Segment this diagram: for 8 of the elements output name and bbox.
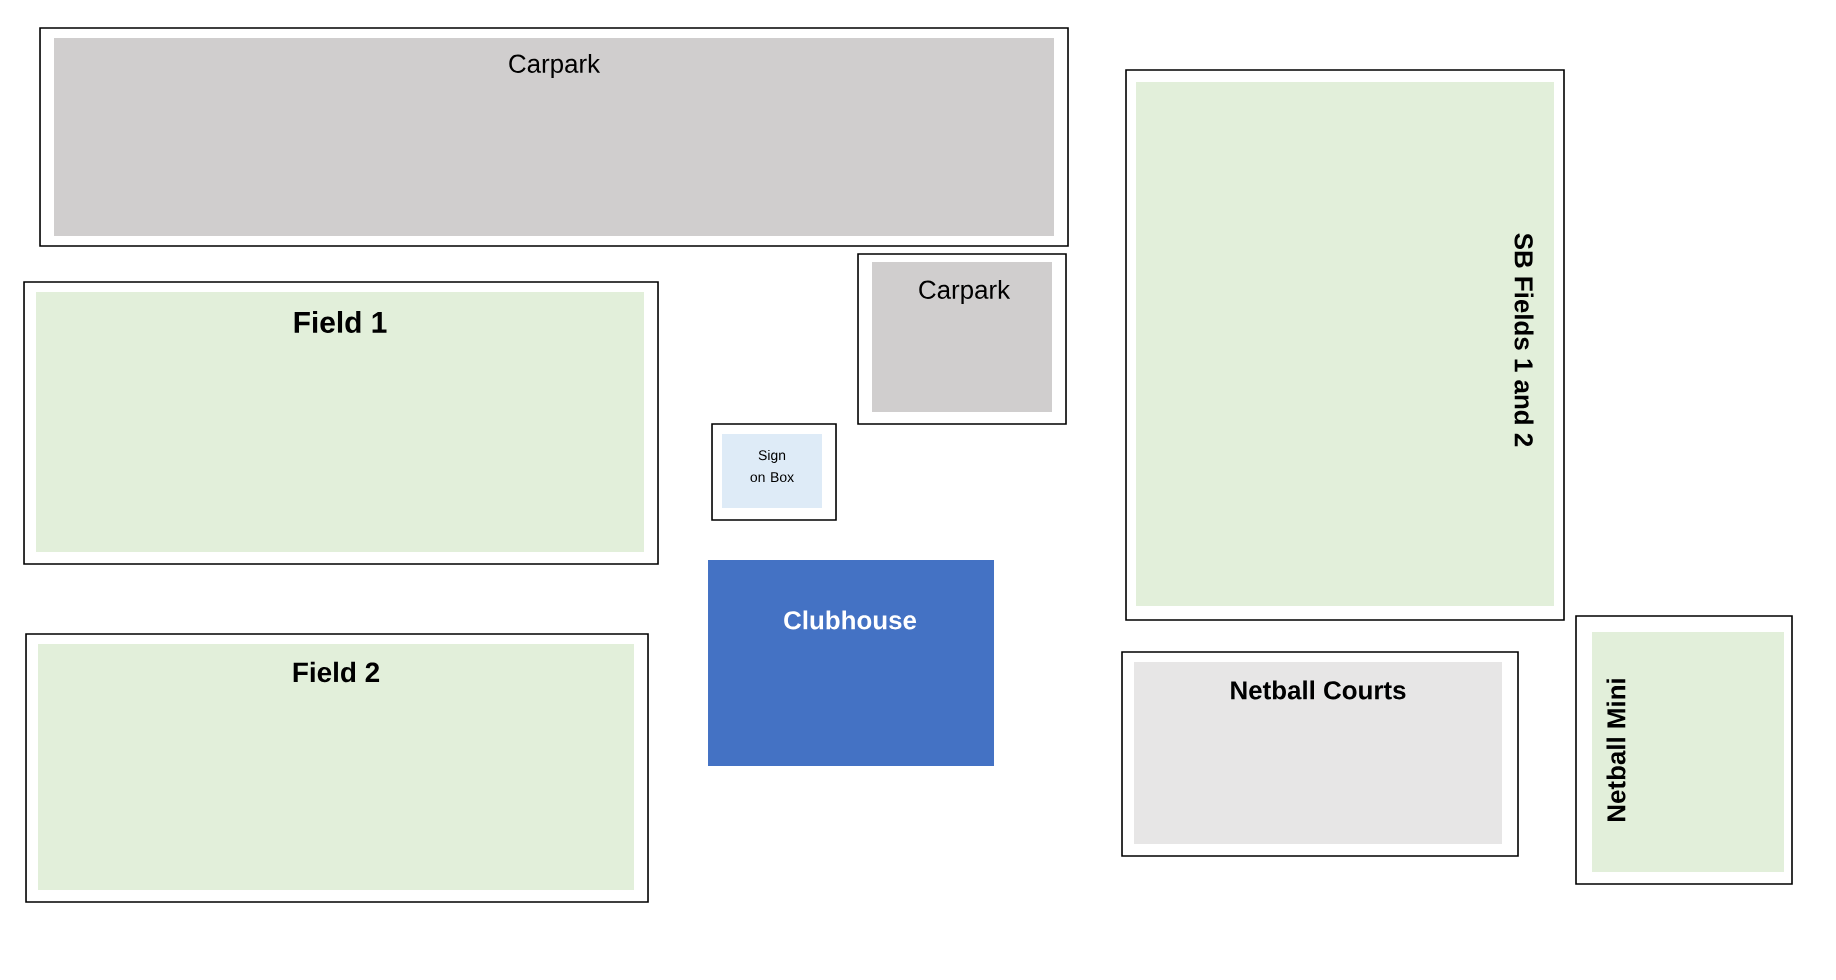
sports-field: SB Fields 1 and 2 [1125,69,1565,621]
clubhouse-building: Clubhouse [708,559,994,766]
sports-field: Field 1 [23,281,659,565]
netball-court: Netball Mini [1575,615,1793,885]
carpark-area: Carpark [39,27,1069,247]
sports-field: Field 2 [25,633,649,903]
netball-courts: Netball Courts [1121,651,1519,857]
carpark-area: Carpark [857,253,1067,425]
